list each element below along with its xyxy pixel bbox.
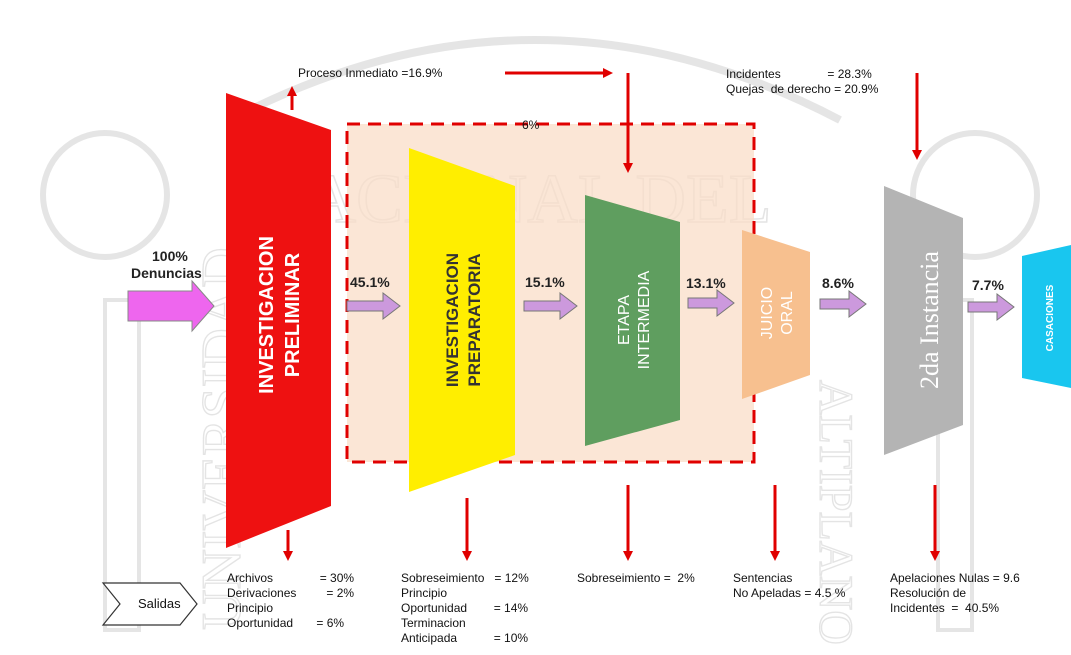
stage-label-juicio-oral: JUICIO ORAL — [759, 287, 796, 339]
exit-line: Terminacion — [401, 616, 466, 630]
exit-line: No Apeladas = 4.5 % — [733, 586, 846, 600]
entry-label: Denuncias — [131, 265, 202, 281]
flow-percent-3: 13.1% — [686, 275, 726, 291]
flow-arrow-1 — [346, 291, 401, 321]
exit-text-investigacion-preliminar: Archivos = 30% Derivaciones = 2% Princip… — [227, 571, 354, 631]
watermark-arch — [228, 36, 842, 124]
stage-label-line-2: PRELIMINAR — [282, 252, 304, 377]
stage-label-line-1: CASACIONES — [1045, 284, 1056, 351]
salidas-shape — [101, 582, 198, 626]
flow-arrow-2 — [523, 291, 578, 321]
exit-text-juicio-oral: Sentencias No Apeladas = 4.5 % — [733, 571, 845, 601]
exit-line: Derivaciones = 2% — [227, 586, 355, 600]
flow-arrow-3 — [687, 288, 735, 318]
entry-arrow — [127, 279, 215, 333]
flow-arrow-5 — [967, 292, 1015, 322]
watermark-ring-right — [910, 130, 1040, 260]
stage-label-line-1: JUICIO — [759, 287, 776, 339]
flow-percent-2: 15.1% — [525, 274, 565, 290]
stage-etapa-intermedia-shape — [585, 195, 680, 446]
exit-text-segunda-instancia: Apelaciones Nulas = 9.6 Resolución de In… — [890, 571, 1020, 616]
stage-label-segunda-instancia: 2da Instancia — [915, 251, 944, 389]
exit-text-etapa-intermedia: Sobreseimiento = 2% — [577, 571, 695, 586]
exit-line: Apelaciones Nulas = 9.6 — [890, 571, 1020, 585]
stage-casaciones-shape — [1022, 245, 1071, 388]
exit-line: Oportunidad = 14% — [401, 601, 529, 615]
watermark-ring-left — [40, 130, 170, 260]
exit-line: Archivos = 30% — [227, 571, 355, 585]
watermark-right-text: ALTIPLANO — [809, 380, 862, 645]
stage-label-investigacion-preliminar: INVESTIGACION PRELIMINAR — [256, 236, 304, 394]
exit-line: Principio — [401, 586, 448, 600]
exit-line: Principio — [227, 601, 274, 615]
flow-percent-4: 8.6% — [822, 275, 854, 291]
exit-line: Sobreseimiento = 2% — [577, 571, 695, 585]
flow-percent-1: 45.1% — [350, 274, 390, 290]
exit-line: Sobreseimiento = 12% — [401, 571, 529, 585]
stage-label-line-2: PREPARATORIA — [465, 253, 484, 386]
note-proceso-inmediato: Proceso Inmediato =16.9% — [298, 66, 443, 80]
exit-text-investigacion-preparatoria: Sobreseimiento = 12% Principio Oportunid… — [401, 571, 529, 646]
flow-arrow-4 — [819, 289, 867, 319]
stage-juicio-oral-shape — [742, 230, 810, 399]
stage-label-etapa-intermedia: ETAPA INTERMEDIA — [616, 270, 653, 369]
note-quejas: Quejas de derecho = 20.9% — [726, 82, 879, 96]
stage-segunda-instancia-shape — [884, 186, 963, 455]
exit-line: Anticipada = 10% — [401, 631, 529, 645]
stage-label-line-2: ORAL — [779, 291, 796, 335]
stage-label-investigacion-preparatoria: INVESTIGACION PREPARATORIA — [443, 253, 484, 387]
exit-line: Incidentes = 40.5% — [890, 601, 1000, 615]
stage-investigacion-preliminar-shape — [226, 93, 331, 548]
stage-label-line-1: INVESTIGACION — [256, 236, 278, 394]
entry-percent: 100% — [152, 248, 188, 264]
stage-label-line-1: ETAPA — [616, 295, 633, 345]
stage-label-line-2: INTERMEDIA — [636, 270, 653, 369]
stage-investigacion-preparatoria-shape — [409, 148, 515, 492]
stage-label-line-1: INVESTIGACION — [443, 253, 462, 387]
note-dashed-box: 6% — [522, 118, 540, 132]
highlight-region — [345, 122, 756, 464]
exit-line: Sentencias — [733, 571, 793, 585]
stage-label-casaciones: CASACIONES — [1045, 284, 1056, 351]
exit-line: Resolución de — [890, 586, 967, 600]
exit-line: Oportunidad = 6% — [227, 616, 345, 630]
flow-percent-5: 7.7% — [972, 277, 1004, 293]
stage-label-line-1: 2da Instancia — [915, 251, 944, 389]
note-incidentes: Incidentes = 28.3% — [726, 67, 872, 81]
watermark-pillar-left — [103, 298, 141, 632]
salidas-label: Salidas — [138, 596, 181, 611]
